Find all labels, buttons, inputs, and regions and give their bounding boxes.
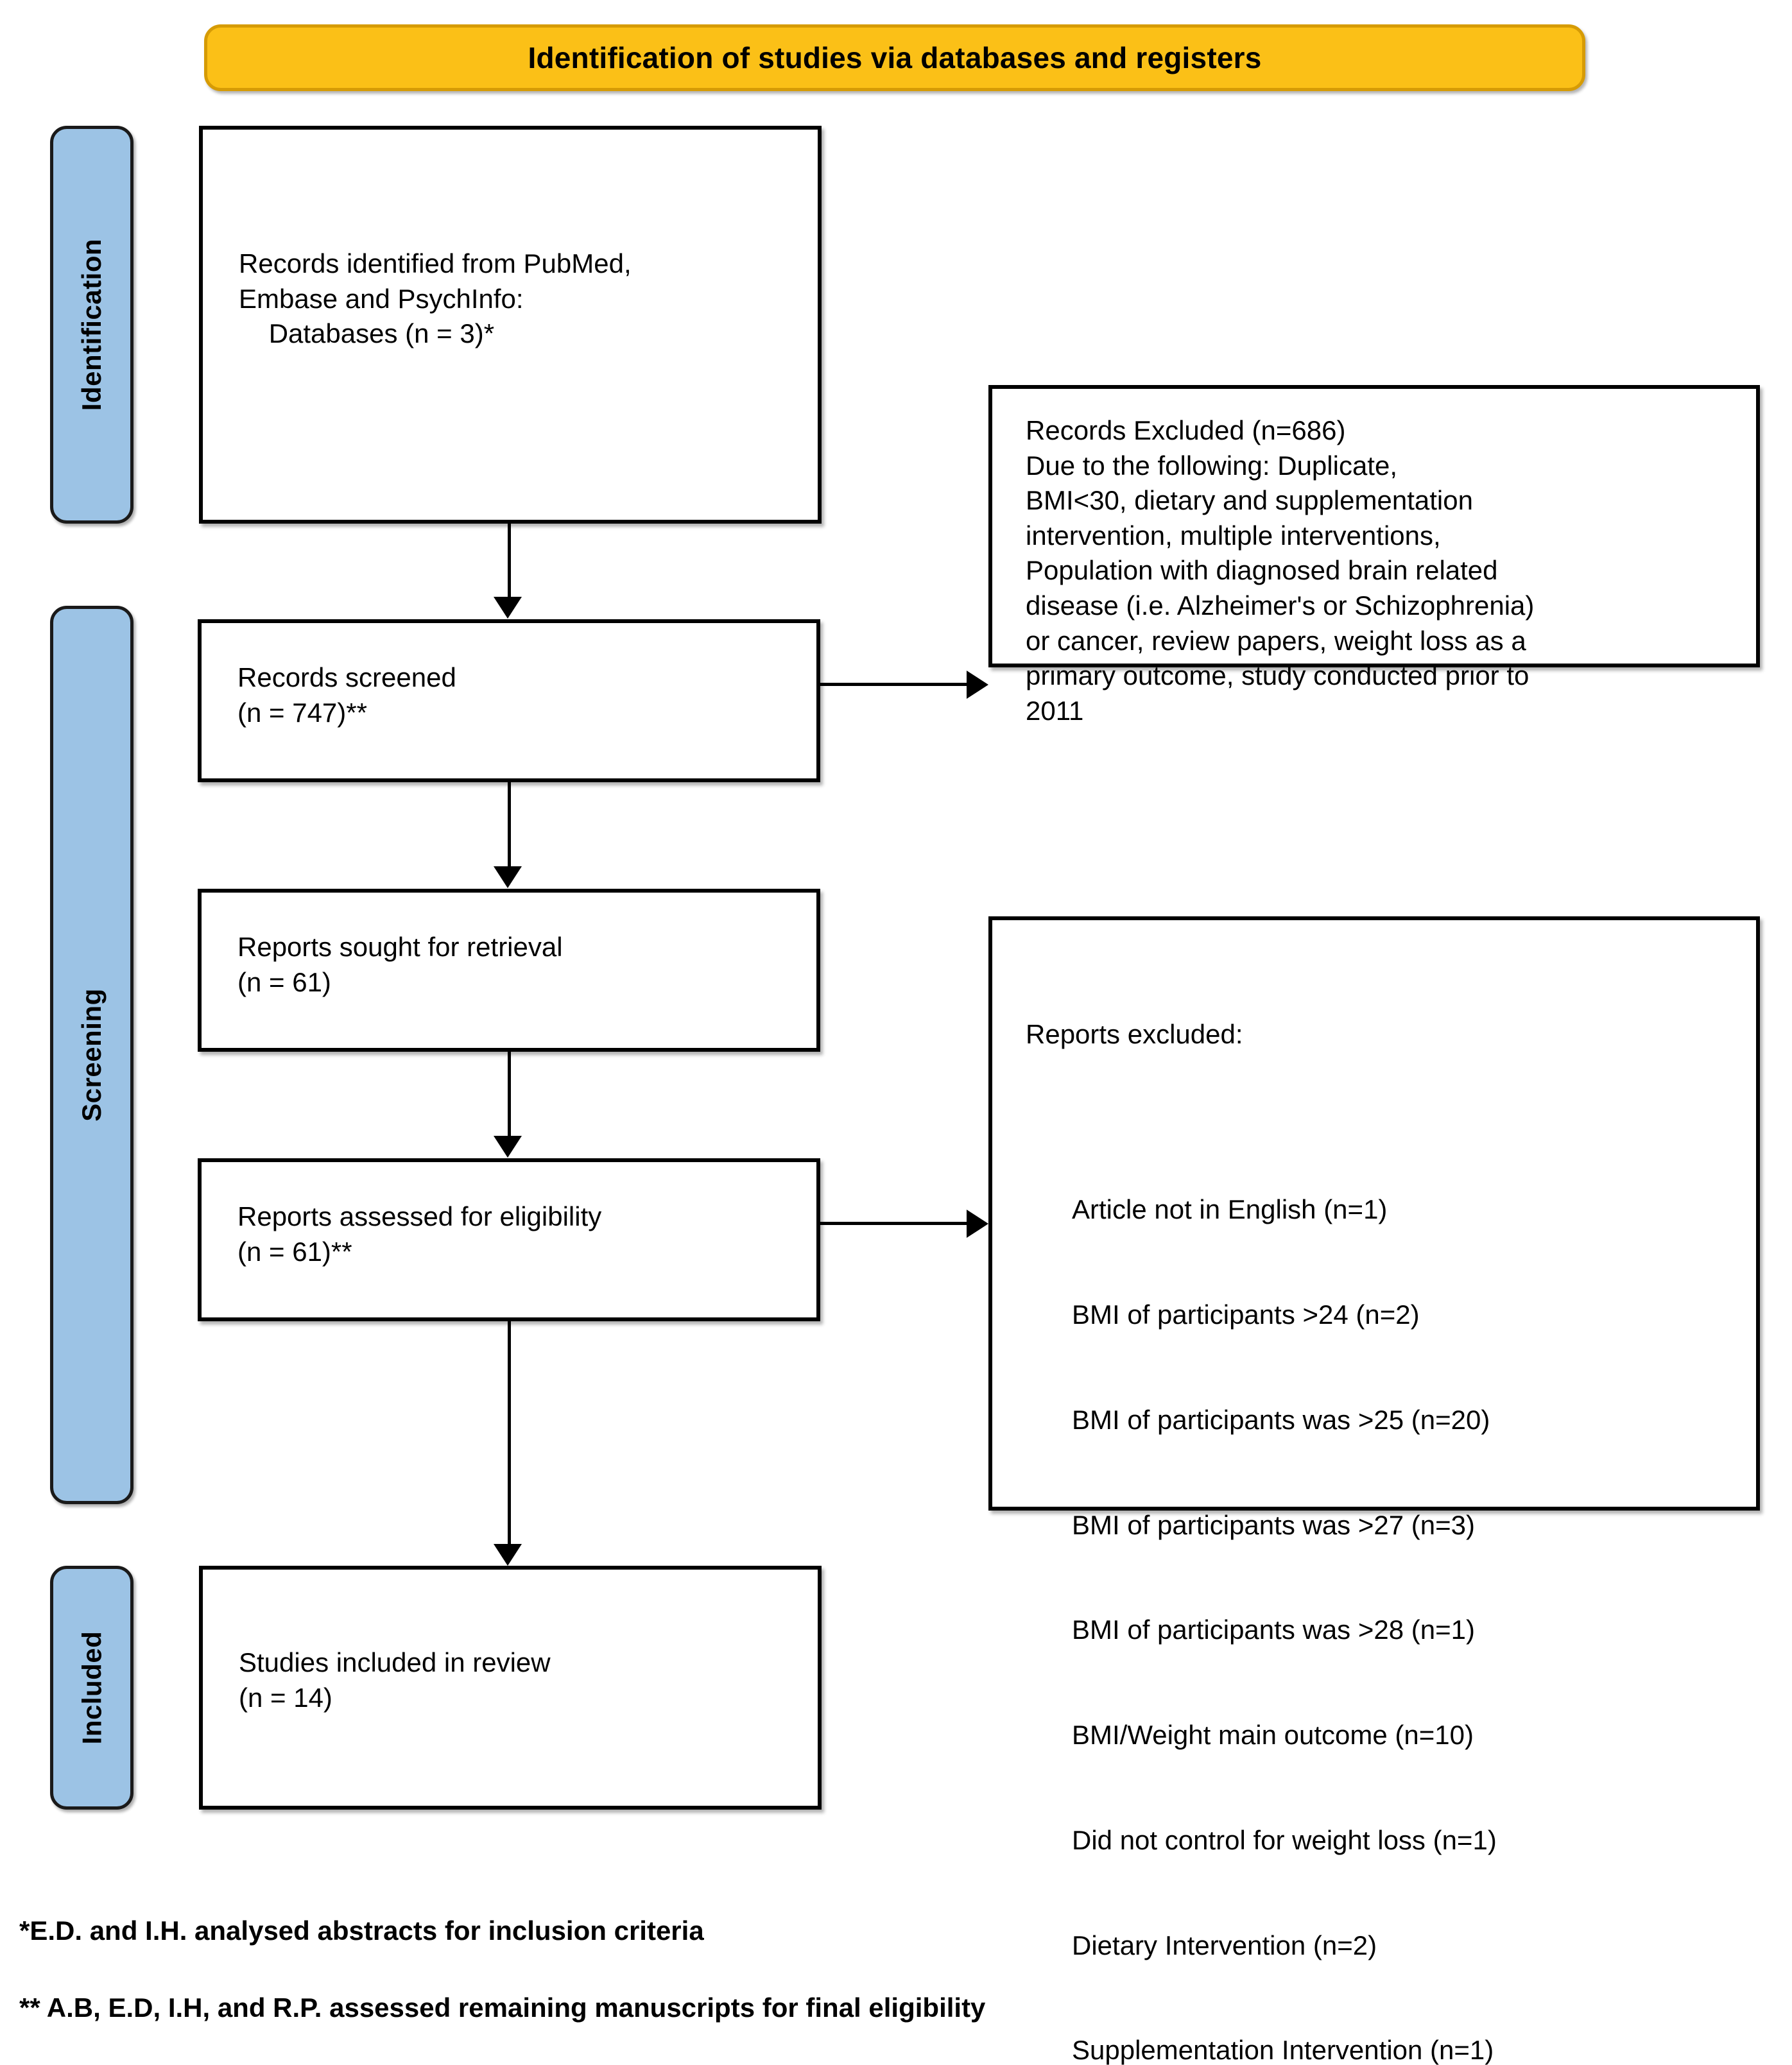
arrow-right-icon (967, 671, 988, 699)
box-records-identified: Records identified from PubMed, Embase a… (199, 126, 822, 524)
box-records-identified-text: Records identified from PubMed, Embase a… (239, 248, 632, 349)
arrow-down-icon (494, 1544, 522, 1566)
connector-assessed-to-included (508, 1321, 511, 1546)
list-item: BMI of participants was >25 (n=20) (1072, 1404, 1490, 1435)
box-reports-excluded: Reports excluded: Article not in English… (988, 916, 1760, 2065)
arrow-down-icon (494, 866, 522, 888)
arrow-down-icon (494, 597, 522, 619)
list-item: BMI of participants was >28 (n=1) (1072, 1615, 1475, 1645)
stage-label-screening: Screening (50, 606, 134, 1504)
box-reports-assessed-for-eligibility: Reports assessed for eligibility (n = 61… (198, 1158, 820, 1321)
box-records-screened: Records screened (n = 747)** (198, 619, 820, 782)
box-studies-included-text: Studies included in review (n = 14) (239, 1647, 551, 1713)
arrow-down-icon (494, 1136, 522, 1158)
connector-screened-to-sought (508, 782, 511, 868)
box-records-screened-text: Records screened (n = 747)** (237, 662, 456, 728)
footnote-double-asterisk: ** A.B, E.D, I.H, and R.P. assessed rema… (19, 1992, 986, 2023)
box-reports-sought-text: Reports sought for retrieval (n = 61) (237, 932, 563, 997)
box-records-excluded-text: Records Excluded (n=686) Due to the foll… (1026, 415, 1535, 726)
stage-label-identification: Identification (50, 126, 134, 524)
reports-excluded-list: Article not in English (n=1) BMI of part… (1026, 1122, 1739, 2065)
list-item: Supplementation Intervention (n=1) (1072, 2035, 1494, 2065)
list-item: BMI of participants >24 (n=2) (1072, 1299, 1420, 1330)
list-item: Dietary Intervention (n=2) (1072, 1930, 1377, 1960)
list-item: BMI of participants was >27 (n=3) (1072, 1509, 1475, 1540)
connector-assessed-to-reports-excluded (820, 1222, 969, 1225)
stage-label-included-text: Included (76, 1631, 107, 1745)
box-records-excluded: Records Excluded (n=686) Due to the foll… (988, 385, 1760, 726)
box-reports-sought-for-retrieval: Reports sought for retrieval (n = 61) (198, 889, 820, 1052)
diagram-header-banner: Identification of studies via databases … (204, 24, 1585, 91)
stage-label-screening-text: Screening (76, 988, 107, 1122)
list-item: Article not in English (n=1) (1072, 1194, 1388, 1225)
footnote-single-asterisk: *E.D. and I.H. analysed abstracts for in… (19, 1915, 704, 1946)
list-item: Did not control for weight loss (n=1) (1072, 1824, 1497, 1855)
arrow-right-icon (967, 1210, 988, 1238)
box-studies-included-in-review: Studies included in review (n = 14) (199, 1566, 822, 1810)
box-reports-excluded-content: Reports excluded: Article not in English… (1026, 947, 1739, 2065)
reports-excluded-heading: Reports excluded: (1026, 1019, 1243, 1050)
stage-label-included: Included (50, 1566, 134, 1810)
connector-screened-to-records-excluded (820, 683, 969, 686)
box-reports-assessed-text: Reports assessed for eligibility (n = 61… (237, 1201, 602, 1267)
diagram-title: Identification of studies via databases … (528, 41, 1262, 74)
connector-sought-to-assessed (508, 1052, 511, 1138)
stage-label-identification-text: Identification (76, 238, 107, 411)
connector-identified-to-screened (508, 524, 511, 599)
list-item: BMI/Weight main outcome (n=10) (1072, 1720, 1474, 1751)
